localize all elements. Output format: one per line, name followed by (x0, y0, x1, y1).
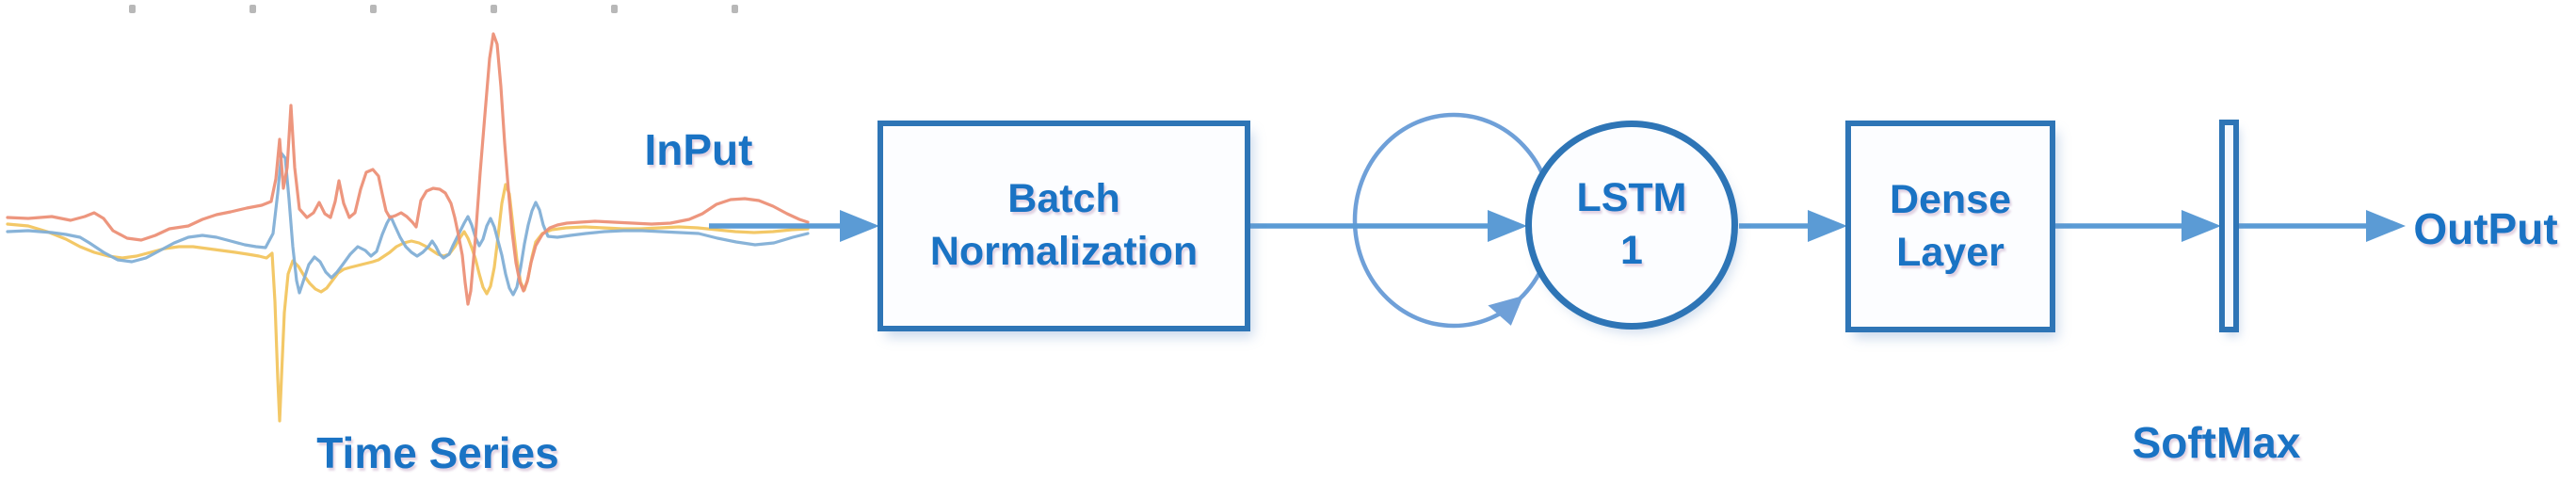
dense-layer-node: Dense Layer (1845, 121, 2055, 332)
output-label: OutPut (2413, 204, 2558, 253)
arrow-dense-to-softmax (2055, 210, 2221, 242)
waveform-channel-salmon (6, 32, 810, 306)
batch-normalization-label: Batch Normalization (929, 176, 1199, 274)
arrow-input-to-batchnorm (709, 210, 879, 242)
batch-normalization-node: Batch Normalization (877, 121, 1250, 331)
time-series-label: Time Series (316, 428, 559, 477)
tick-mark (491, 5, 497, 13)
softmax-label: SoftMax (2132, 418, 2301, 467)
time-series-waveform (6, 32, 810, 423)
arrow-softmax-to-output (2238, 210, 2406, 242)
lstm-node: LSTM 1 (1525, 121, 1738, 330)
dense-layer-label: Dense Layer (1889, 176, 2012, 275)
tick-mark (611, 5, 618, 13)
softmax-layer-bar (2219, 120, 2239, 332)
tick-mark (250, 5, 256, 13)
waveform-channel-blue (6, 152, 810, 297)
tick-mark (129, 5, 136, 13)
lstm-recurrent-loop-icon (1352, 112, 1555, 329)
axis-tick-marks (129, 5, 738, 13)
arrow-batchnorm-to-lstm (1250, 210, 1527, 242)
input-label: InPut (644, 125, 753, 174)
arrow-lstm-to-dense (1739, 210, 1847, 242)
tick-mark (732, 5, 738, 13)
lstm-label: LSTM 1 (1576, 175, 1687, 273)
tick-mark (370, 5, 377, 13)
